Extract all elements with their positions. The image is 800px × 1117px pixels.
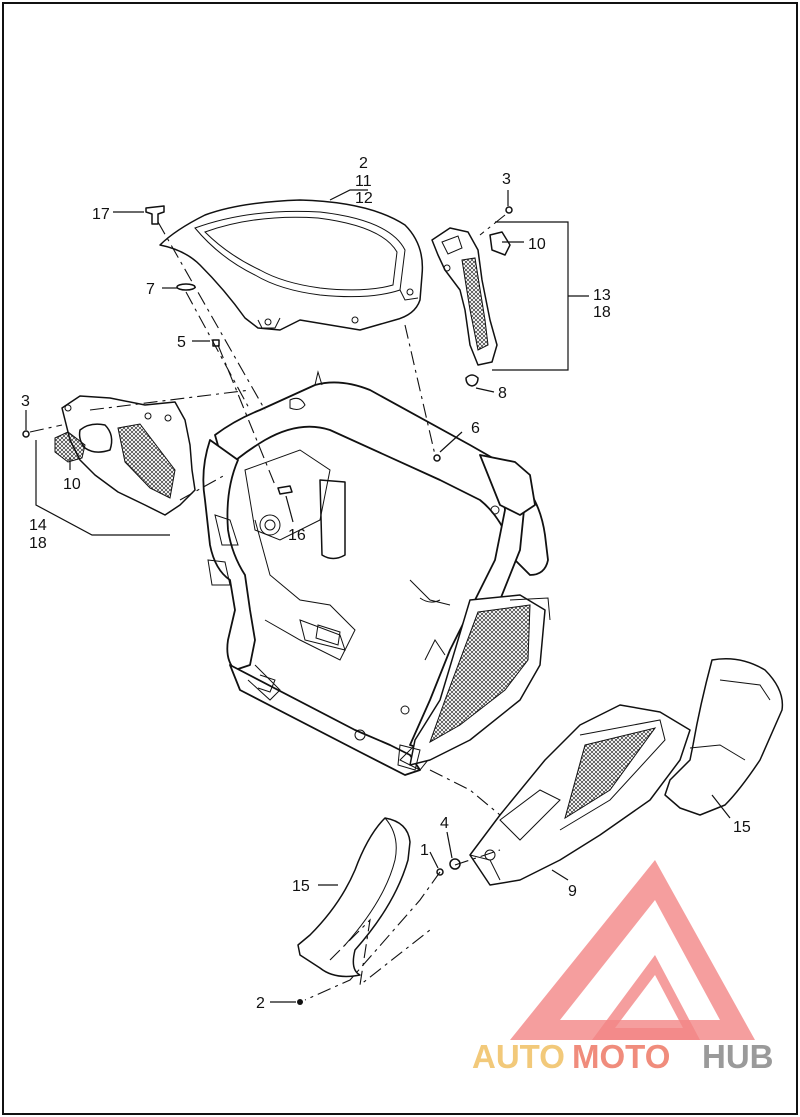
callout-16: 16: [288, 527, 306, 544]
callout-2-bottom: 2: [256, 995, 265, 1012]
lower-fairing-right-part-15: [664, 658, 784, 816]
callout-14: 14: [29, 517, 47, 534]
watermark-logo: [510, 860, 755, 1040]
callout-6: 6: [471, 420, 480, 437]
top-cover-part-2-11-12: [159, 199, 424, 331]
callout-3-left: 3: [21, 393, 30, 410]
watermark-text: AUTO MOTO HUB: [472, 1038, 774, 1075]
callout-10-left: 10: [63, 476, 81, 493]
radiator-assembly: [397, 594, 551, 771]
callout-10-top: 10: [528, 236, 546, 253]
callout-labels: 2 11 12 3 17 10 7 13 18 5 8 3 6 10 14 18…: [21, 155, 751, 1012]
watermark-moto: MOTO: [572, 1038, 670, 1075]
callout-3-top: 3: [502, 171, 511, 188]
callout-15-left: 15: [292, 878, 310, 895]
callout-18-right: 18: [593, 304, 611, 321]
assembly-center-lines: [29, 214, 506, 1001]
callout-12: 12: [355, 190, 373, 207]
motorcycle-frame: [202, 370, 549, 776]
hardware-parts: [22, 205, 513, 1005]
callout-1: 1: [420, 842, 429, 859]
callout-9: 9: [568, 883, 577, 900]
watermark-auto: AUTO: [472, 1038, 565, 1075]
callout-7: 7: [146, 281, 155, 298]
callout-18-left: 18: [29, 535, 47, 552]
lower-fairing-left-part-15: [297, 817, 431, 987]
callout-11: 11: [355, 173, 372, 190]
callout-17: 17: [92, 206, 110, 223]
callout-13: 13: [593, 287, 611, 304]
callout-leaders: [25, 189, 731, 1003]
watermark-hub: HUB: [702, 1038, 774, 1075]
oil-cooler-part-9: [469, 704, 691, 886]
callout-5: 5: [177, 334, 186, 351]
side-panel-right-part-13-18: [431, 227, 498, 387]
side-panel-left-part-14-18: [54, 395, 196, 516]
callout-2-top: 2: [359, 155, 368, 172]
callout-4: 4: [440, 815, 449, 832]
callout-8: 8: [498, 385, 507, 402]
callout-15-right: 15: [733, 819, 751, 836]
